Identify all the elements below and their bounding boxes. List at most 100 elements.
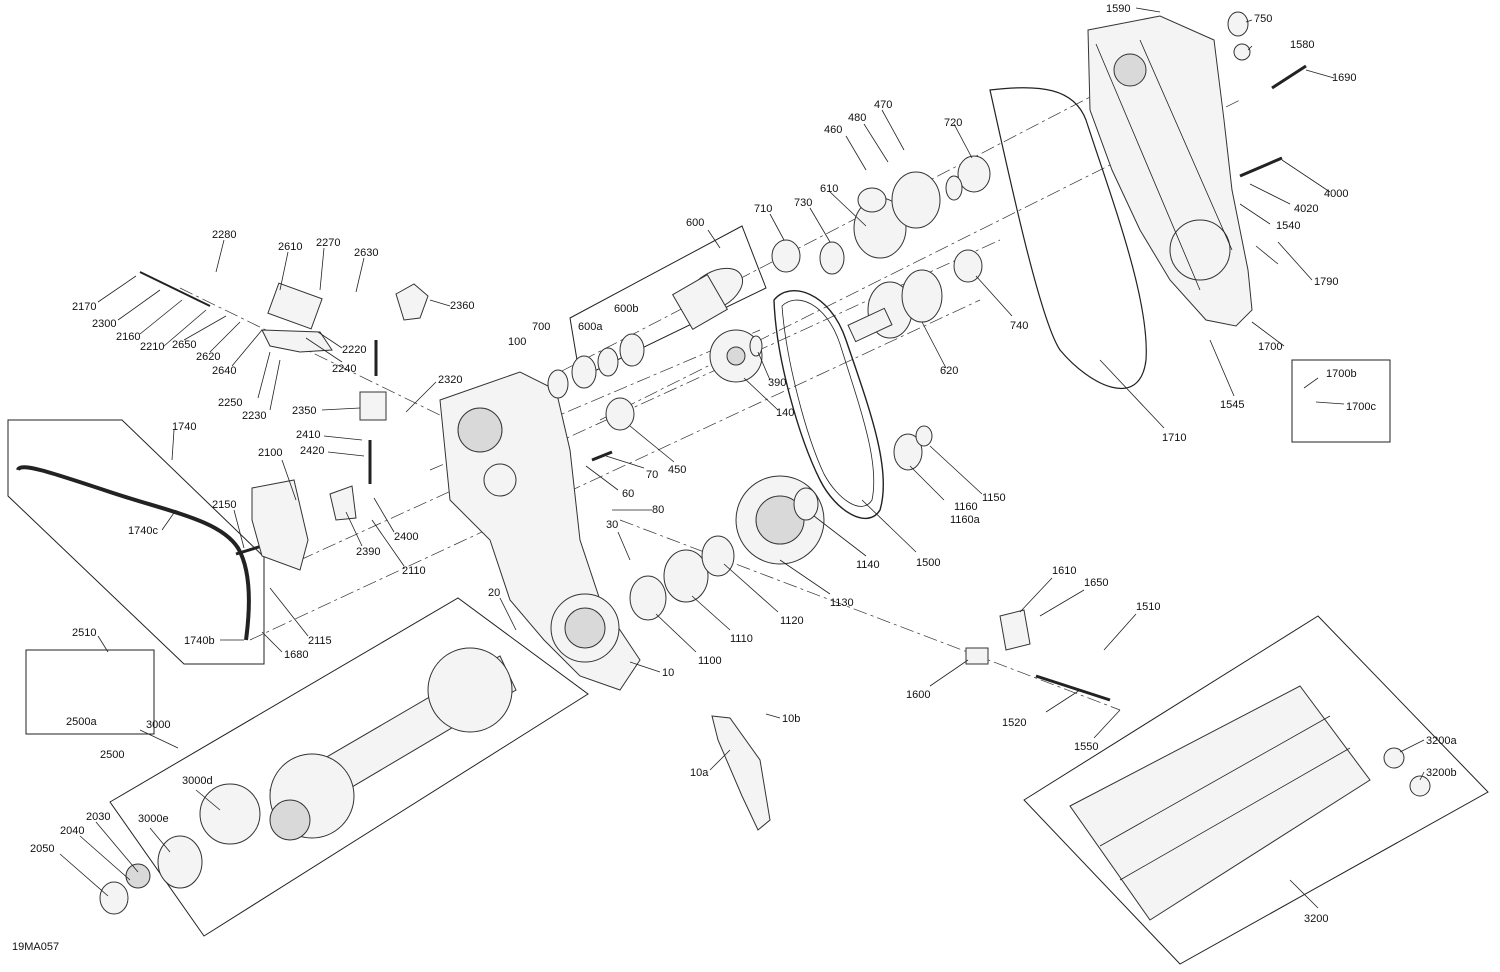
label-2510: 2510 [72,627,96,639]
figure-reference: 19MA057 [12,941,59,953]
label-480: 480 [848,112,866,124]
label-1590: 1590 [1106,3,1130,15]
label-70: 70 [646,469,658,481]
label-2350: 2350 [292,405,316,417]
label-2400: 2400 [394,531,418,543]
label-470: 470 [874,99,892,111]
label-2040: 2040 [60,825,84,837]
label-1160a: 1160a [950,514,981,526]
label-390: 390 [768,377,786,389]
label-720: 720 [944,117,962,129]
label-2150: 2150 [212,499,236,511]
label-2390: 2390 [356,546,380,558]
label-700: 700 [532,321,550,333]
label-610: 610 [820,183,838,195]
label-1680: 1680 [284,649,308,661]
label-30: 30 [606,519,618,531]
label-600: 600 [686,217,704,229]
label-1510: 1510 [1136,601,1160,613]
label-1740b: 1740b [184,635,215,647]
label-2280: 2280 [212,229,236,241]
label-1160: 1160 [954,501,978,513]
label-2610: 2610 [278,241,302,253]
label-2500a: 2500a [66,716,97,728]
label-10: 10 [662,667,674,679]
label-1545: 1545 [1220,399,1244,411]
label-450: 450 [668,464,686,476]
label-2410: 2410 [296,429,320,441]
label-2320: 2320 [438,374,462,386]
label-710: 710 [754,203,772,215]
gasket-loop [989,87,1147,389]
label-2160: 2160 [116,331,140,343]
label-1790: 1790 [1314,276,1338,288]
label-1700: 1700 [1258,341,1282,353]
bearings [547,11,1251,621]
shift-linkage [251,282,429,571]
frame-600 [569,225,767,379]
label-1700b: 1700b [1326,368,1357,380]
label-2250: 2250 [218,397,242,409]
label-2630: 2630 [354,247,378,259]
breather-tube [16,465,251,641]
transmission-cover [1087,15,1253,327]
track-segment [1069,685,1431,921]
label-600b: 600b [614,303,638,315]
label-4020: 4020 [1294,203,1318,215]
label-1550: 1550 [1074,741,1098,753]
label-1600: 1600 [906,689,930,701]
label-1650: 1650 [1084,577,1108,589]
label-3000d: 3000d [182,775,213,787]
shift-sensor [965,609,1031,665]
label-1100: 1100 [698,655,722,667]
label-2620: 2620 [196,351,220,363]
label-2640: 2640 [212,365,236,377]
frame-2500 [25,649,155,735]
group-frames [7,225,1489,965]
frame-1740 [7,419,265,665]
label-1540: 1540 [1276,220,1300,232]
label-1740c: 1740c [128,525,158,537]
label-600a: 600a [578,321,603,333]
label-460: 460 [824,124,842,136]
leader-lines [59,7,1425,909]
label-100: 100 [508,336,526,348]
label-1110: 1110 [730,633,753,645]
bolts [139,64,1307,702]
label-60: 60 [622,488,634,500]
label-1580: 1580 [1290,39,1314,51]
label-80: 80 [652,504,664,516]
label-1520: 1520 [1002,717,1026,729]
label-2420: 2420 [300,445,324,457]
label-730: 730 [794,197,812,209]
label-10b: 10b [782,713,800,725]
label-2210: 2210 [140,341,164,353]
label-1610: 1610 [1052,565,1076,577]
label-3000: 3000 [146,719,170,731]
label-1150: 1150 [982,492,1006,504]
drive-belt [773,290,885,520]
label-750: 750 [1254,13,1272,25]
label-2360: 2360 [450,300,474,312]
label-1740: 1740 [172,421,196,433]
bracket [711,715,771,831]
label-20: 20 [488,587,500,599]
label-2240: 2240 [332,363,356,375]
label-3200: 3200 [1304,913,1328,925]
label-2115: 2115 [308,635,332,647]
label-140: 140 [776,407,794,419]
label-3200b: 3200b [1426,767,1457,779]
label-1130: 1130 [830,597,854,609]
label-2300: 2300 [92,318,116,330]
label-3000e: 3000e [138,813,169,825]
label-1500: 1500 [916,557,940,569]
frame-3200 [1023,615,1489,965]
label-2050: 2050 [30,843,54,855]
label-2230: 2230 [242,410,266,422]
label-2030: 2030 [86,811,110,823]
label-1690: 1690 [1332,72,1356,84]
label-2110: 2110 [402,565,426,577]
frame-1700 [1291,359,1391,443]
drive-belt-inner [781,299,875,507]
